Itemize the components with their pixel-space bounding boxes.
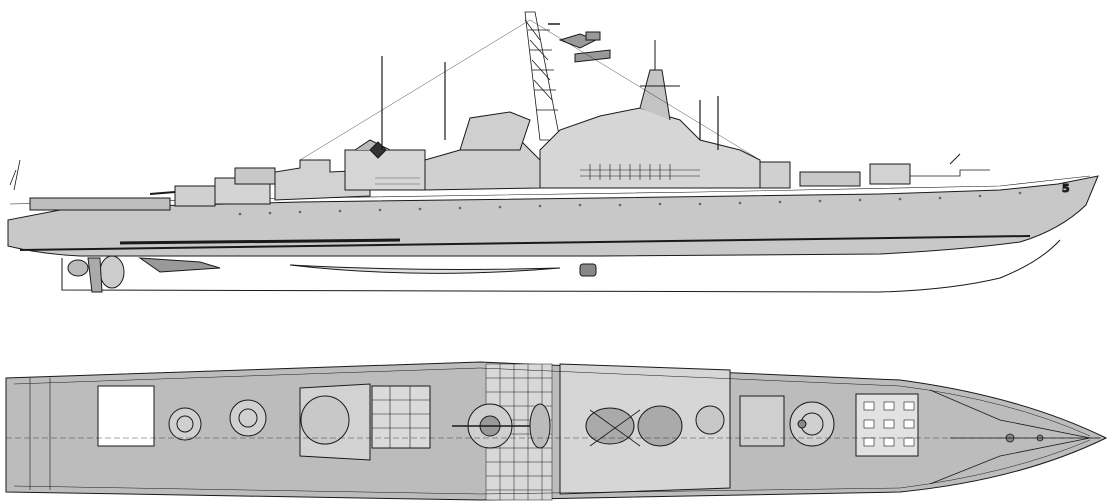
aft-gun-mounts: [168, 399, 267, 441]
boot-topping-line: [19, 235, 1031, 251]
missile-launcher-aft: [371, 385, 431, 449]
hull-profile: [7, 175, 1099, 257]
aft-radar-block: [344, 139, 426, 191]
bridge-equipment: [585, 405, 725, 447]
funnel-aft: [459, 111, 531, 151]
stern-deckhouse: [29, 197, 171, 211]
helideck: [97, 385, 155, 447]
sonar-pod: [579, 263, 597, 277]
underwater-hull: [61, 239, 1061, 293]
rigging: [299, 19, 761, 161]
side-profile-view: 5: [7, 11, 1099, 293]
top-plan-view: [5, 361, 1108, 501]
forward-gun-mounts: [739, 395, 835, 447]
bridge-windows: [580, 164, 700, 180]
aft-gun-turret: [149, 167, 276, 207]
hull-number: 5: [1062, 182, 1070, 195]
whip-antennas: [381, 56, 719, 150]
central-mast-plan: [452, 403, 551, 449]
propeller-assembly: [67, 255, 221, 293]
radar-antenna-array: [558, 31, 611, 63]
forward-deck-equipment: [759, 153, 990, 189]
forward-mast: [639, 69, 671, 121]
keel-line: [289, 264, 561, 274]
portholes: [238, 191, 1022, 216]
